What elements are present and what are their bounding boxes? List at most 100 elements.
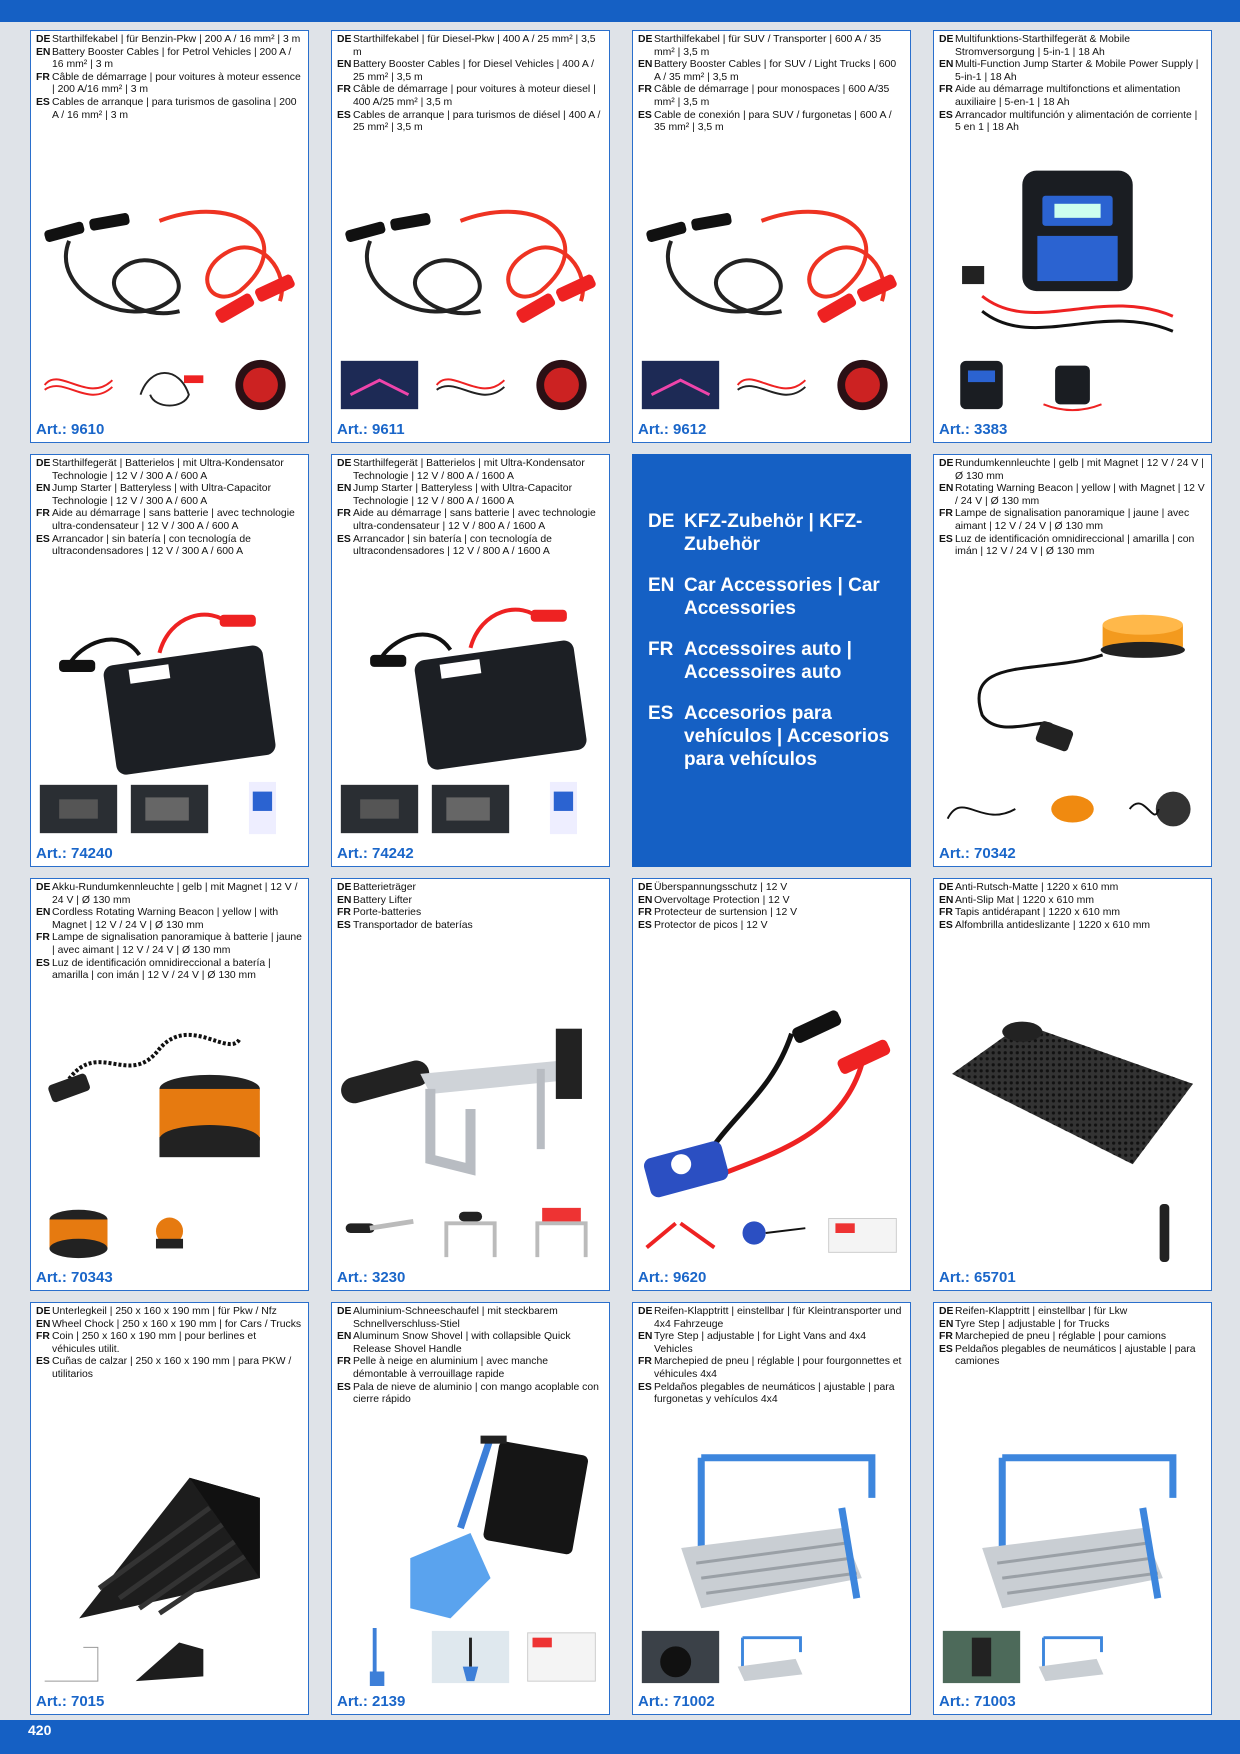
desc-text: Anti-Rutsch-Matte | 1220 x 610 mm	[955, 882, 1119, 893]
lang-code: EN	[939, 1318, 954, 1330]
feature-lang-code: EN	[648, 575, 675, 596]
thumbnail-image	[36, 1204, 121, 1262]
lang-code: DE	[939, 34, 954, 45]
desc-text: Aide au démarrage multifonctions et alim…	[955, 84, 1181, 108]
desc-text: Reifen-Klapptritt | einstellbar | für Lk…	[955, 1306, 1128, 1317]
lang-code: DE	[939, 458, 954, 469]
thumbnail-image	[519, 780, 604, 838]
thumbnail-image	[1030, 1204, 1115, 1262]
lang-code: EN	[337, 59, 352, 71]
lang-code: DE	[638, 1306, 653, 1317]
lang-code: EN	[36, 1318, 51, 1330]
thumbnail-image	[638, 1628, 723, 1686]
thumbnail-image	[820, 1204, 905, 1262]
feature-lang-code: FR	[648, 639, 674, 660]
product-image-snow-shovel	[340, 1433, 601, 1633]
desc-text: Pala de nieve de aluminio | con mango ac…	[353, 1381, 599, 1406]
thumbnail-image	[519, 1628, 604, 1686]
lang-code: FR	[36, 508, 50, 520]
thumbnail-image	[337, 356, 422, 414]
thumbnail-row	[638, 1202, 905, 1264]
thumbnail-image	[127, 1628, 212, 1686]
lang-code: ES	[36, 533, 50, 545]
product-image-anti-slip-mat	[942, 1009, 1203, 1209]
lang-code: ES	[638, 1381, 652, 1393]
desc-text: Luz de identificación omnidireccional a …	[52, 957, 271, 982]
lang-code: EN	[36, 483, 51, 495]
product-image-booster-cables	[39, 161, 300, 361]
thumbnail-image	[1121, 1204, 1206, 1262]
lang-code: ES	[337, 533, 351, 545]
thumbnail-image	[36, 1628, 121, 1686]
product-image-wheel-chock	[39, 1433, 300, 1633]
lang-code: EN	[337, 483, 352, 495]
desc-text: Battery Lifter	[353, 894, 412, 906]
thumbnail-row	[337, 778, 604, 840]
thumbnail-image	[638, 1204, 723, 1262]
lang-code: FR	[939, 1331, 953, 1343]
thumbnail-image	[1121, 1628, 1206, 1686]
thumbnail-image	[939, 1628, 1024, 1686]
thumbnail-image	[127, 356, 212, 414]
thumbnail-image	[218, 1628, 303, 1686]
thumbnail-row	[638, 1626, 905, 1688]
lang-code: ES	[638, 109, 652, 121]
lang-code: ES	[337, 919, 351, 931]
lang-code: ES	[638, 919, 652, 931]
desc-text: Peldaños plegables de neumáticos | ajust…	[955, 1343, 1196, 1368]
lang-code: FR	[337, 84, 351, 96]
desc-text: Battery Booster Cables | for Petrol Vehi…	[52, 46, 292, 71]
desc-text: Anti-Slip Mat | 1220 x 610 mm	[955, 894, 1094, 906]
desc-text: Tyre Step | adjustable | for Trucks	[955, 1318, 1110, 1330]
desc-text: Cables de arranque | para turismos de di…	[353, 109, 601, 134]
thumbnail-row	[337, 1626, 604, 1688]
desc-text: Câble de démarrage | pour monospaces | 6…	[654, 84, 890, 108]
desc-text: Luz de identificación omnidireccional | …	[955, 533, 1195, 558]
lang-code: DE	[36, 34, 51, 45]
lang-code: EN	[939, 59, 954, 71]
thumbnail-image	[1121, 780, 1206, 838]
lang-code: EN	[337, 894, 352, 906]
lang-code: FR	[36, 71, 50, 83]
article-number: Art.: 9612	[638, 421, 707, 438]
feature-lang-code: ES	[648, 703, 674, 724]
lang-code: EN	[36, 46, 51, 58]
lang-code: FR	[337, 907, 351, 919]
desc-text: Aluminum Snow Shovel | with collapsible …	[353, 1331, 571, 1355]
thumbnail-row	[939, 354, 1206, 416]
lang-code: EN	[36, 907, 51, 919]
desc-text: Starthilfegerät | Batterielos | mit Ultr…	[353, 458, 585, 482]
desc-text: Jump Starter | Batteryless | with Ultra-…	[52, 483, 272, 507]
lang-code: FR	[337, 1356, 351, 1368]
article-number: Art.: 65701	[939, 1269, 1016, 1286]
thumbnail-image	[1030, 356, 1115, 414]
bottom-bar	[0, 1720, 1240, 1754]
article-number: Art.: 2139	[337, 1693, 406, 1710]
desc-text: Porte-batteries	[353, 907, 422, 919]
lang-code: DE	[337, 882, 352, 893]
lang-code: FR	[939, 84, 953, 96]
desc-text: Starthilfekabel | für Benzin-Pkw | 200 A…	[52, 34, 301, 45]
article-number: Art.: 3230	[337, 1269, 406, 1286]
thumbnail-image	[428, 1628, 513, 1686]
lang-code: ES	[337, 109, 351, 121]
